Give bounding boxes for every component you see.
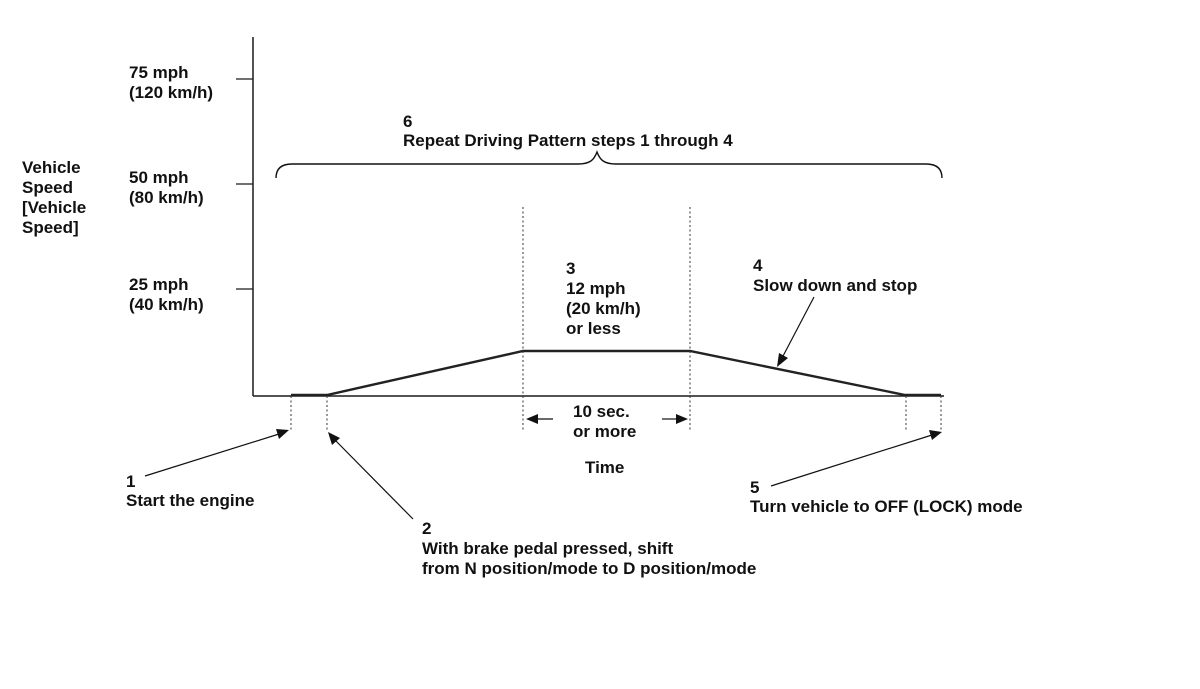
- repeat-brace: [275, 150, 943, 179]
- step-5-arrowhead: [929, 430, 942, 440]
- step-1-label: 1 Start the engine: [126, 472, 254, 510]
- step-3-label: 3 12 mph (20 km/h) or less: [566, 259, 645, 338]
- duration-left-arrowhead: [526, 414, 538, 424]
- x-axis-title: Time: [585, 458, 624, 477]
- speed-profile-line: [291, 349, 941, 397]
- step-5-arrow-line: [770, 434, 933, 487]
- y-tick-label-50: 50 mph (80 km/h): [129, 168, 204, 207]
- step-4-label: 4 Slow down and stop: [753, 256, 917, 295]
- step-1-arrowhead: [276, 429, 289, 439]
- y-tick-label-75: 75 mph (120 km/h): [129, 63, 213, 102]
- duration-label: 10 sec. or more: [573, 402, 636, 441]
- step-6-label: 6 Repeat Driving Pattern steps 1 through…: [403, 112, 733, 150]
- step-2-arrowhead: [328, 432, 340, 445]
- step-4-arrowhead: [777, 353, 788, 367]
- step-4-arrow-line: [781, 296, 815, 359]
- duration-right-arrowhead: [676, 414, 688, 424]
- step-1-arrow-line: [144, 433, 280, 477]
- y-axis-title: Vehicle Speed [Vehicle Speed]: [22, 158, 91, 237]
- step-2-label: 2 With brake pedal pressed, shift from N…: [422, 519, 756, 578]
- y-tick-label-25: 25 mph (40 km/h): [129, 275, 204, 314]
- step-2-arrow-line: [333, 438, 414, 520]
- step-5-label: 5 Turn vehicle to OFF (LOCK) mode: [750, 478, 1023, 516]
